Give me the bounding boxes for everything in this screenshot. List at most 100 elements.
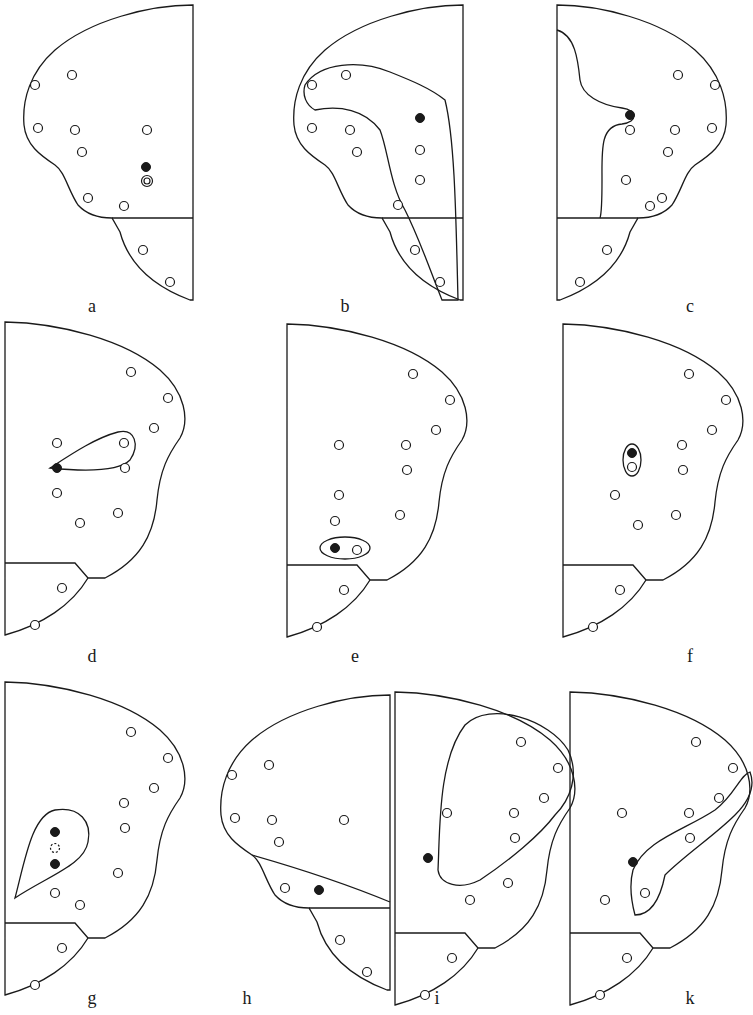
site-open: [331, 517, 340, 526]
site-open: [623, 954, 632, 963]
site-open: [363, 968, 372, 977]
outline: [5, 682, 185, 995]
site-open: [78, 148, 87, 157]
outline: [5, 322, 185, 635]
outline: [557, 5, 726, 300]
site-open: [336, 936, 345, 945]
site-open: [164, 754, 173, 763]
panel-letter: h: [243, 988, 252, 1008]
site-filled: [629, 858, 638, 867]
site-open: [622, 176, 631, 185]
site-open: [68, 71, 77, 80]
site-open: [51, 889, 60, 898]
site-filled: [51, 828, 60, 837]
site-open: [31, 981, 40, 990]
site-open: [150, 784, 159, 793]
site-open: [268, 816, 277, 825]
site-filled: [416, 114, 425, 123]
section-d: [5, 322, 185, 635]
field-contour: [15, 809, 89, 898]
site-open: [596, 991, 605, 1000]
field-contour: [438, 714, 573, 886]
site-open: [396, 511, 405, 520]
divider: [287, 565, 370, 580]
site-open: [308, 124, 317, 133]
band-line: [252, 855, 390, 902]
site-open: [436, 278, 445, 287]
site-filled: [424, 854, 433, 863]
site-open: [228, 771, 237, 780]
outline: [221, 695, 390, 990]
site-open: [31, 81, 40, 90]
section-c: [557, 5, 726, 300]
outline: [570, 692, 750, 1005]
site-open: [120, 439, 129, 448]
site-open: [674, 71, 683, 80]
section-a: [24, 5, 193, 300]
site-open: [353, 148, 362, 157]
site-open: [708, 124, 717, 133]
divider: [382, 217, 463, 218]
panel-letter: d: [88, 646, 97, 666]
site-filled: [53, 464, 62, 473]
divider: [309, 907, 390, 908]
divider: [570, 933, 653, 948]
site-open: [127, 368, 136, 377]
site-open: [618, 809, 627, 818]
site-open: [403, 466, 412, 475]
site-open: [646, 202, 655, 211]
section-e: [287, 324, 467, 637]
outline: [294, 5, 463, 300]
site-open: [120, 202, 129, 211]
site-open: [71, 126, 80, 135]
site-open: [448, 954, 457, 963]
site-open: [34, 124, 43, 133]
site-open: [144, 178, 150, 184]
site-open: [711, 81, 720, 90]
site-open: [281, 884, 290, 893]
section-b: [294, 5, 463, 300]
site-open: [671, 126, 680, 135]
panel-letter: i: [434, 988, 439, 1008]
section-h: [221, 695, 390, 990]
site-open: [346, 126, 355, 135]
site-filled: [331, 544, 340, 553]
site-open: [664, 148, 673, 157]
site-open: [231, 814, 240, 823]
site-open: [601, 896, 610, 905]
site-open: [446, 396, 455, 405]
site-open: [554, 764, 563, 773]
site-open: [340, 816, 349, 825]
site-open: [634, 521, 643, 530]
section-f: [563, 324, 743, 637]
site-open: [142, 176, 153, 187]
panel-letter: k: [686, 988, 695, 1008]
panel-letter: a: [88, 296, 96, 316]
site-open: [466, 896, 475, 905]
outline: [287, 324, 467, 637]
site-open: [443, 809, 452, 818]
site-open: [308, 81, 317, 90]
site-open: [409, 370, 418, 379]
site-open: [84, 194, 93, 203]
site-open: [576, 278, 585, 287]
site-open: [672, 511, 681, 520]
site-open: [335, 491, 344, 500]
site-open: [678, 441, 687, 450]
site-open: [342, 71, 351, 80]
site-open: [120, 799, 129, 808]
site-open: [708, 426, 717, 435]
site-open: [411, 246, 420, 255]
section-k: [570, 692, 752, 1005]
site-open: [313, 623, 322, 632]
field-contour: [623, 444, 641, 476]
site-open: [603, 246, 612, 255]
site-open: [517, 738, 526, 747]
section-i: [395, 692, 575, 1005]
site-filled: [315, 886, 324, 895]
site-open: [127, 728, 136, 737]
site-open: [121, 824, 130, 833]
site-open: [275, 838, 284, 847]
site-open: [715, 794, 724, 803]
